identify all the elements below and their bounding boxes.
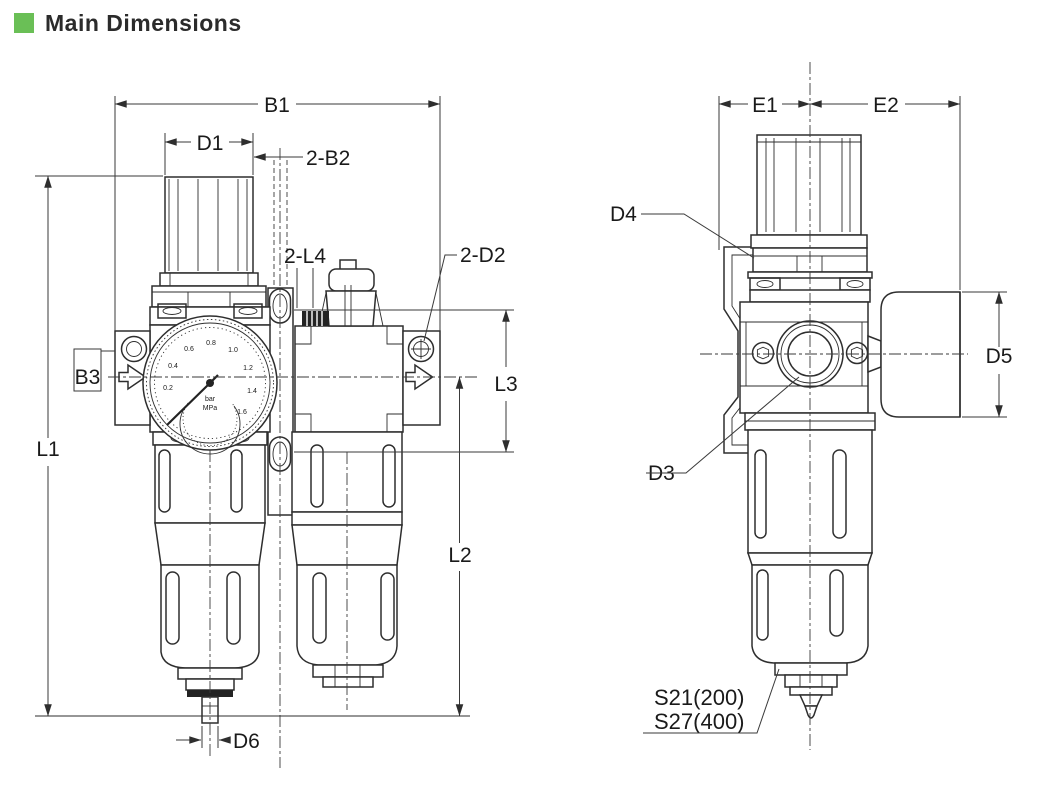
dimension-b3: B3: [73, 348, 115, 392]
dimension-d4: D4: [610, 203, 755, 259]
dim-label-d6: D6: [233, 730, 260, 753]
dimension-d1: D1: [164, 132, 254, 175]
dimension-2d2: 2-D2: [423, 244, 506, 342]
outlet-port: [402, 330, 441, 426]
dim-label-b3: B3: [75, 366, 101, 389]
dim-label-2b2: 2-B2: [306, 147, 350, 170]
pressure-gauge: 0.2 0.4 0.6 0.8 1.0 1.2 1.4 1.6 bar MPa: [142, 315, 278, 455]
gauge-scale-numbers: 0.2 0.4 0.6 0.8 1.0 1.2 1.4 1.6: [163, 340, 257, 416]
oil-drip-adjuster: [302, 311, 329, 326]
dim-label-d4: D4: [610, 203, 637, 226]
gauge-number: 0.8: [206, 340, 216, 347]
dim-label-e1: E1: [752, 94, 778, 117]
gauge-number: 0.2: [163, 385, 173, 392]
dim-label-d1: D1: [197, 132, 224, 155]
dimension-e1-e2: E1 E2: [718, 94, 961, 290]
regulator-knob: [159, 176, 259, 287]
side-dimensions: E1 E2 D4 D5 D3 S21(200) S27(400): [610, 94, 1012, 734]
dimension-b1: B1: [114, 94, 441, 331]
page-title: Main Dimensions: [45, 10, 242, 36]
gauge-number: 1.6: [237, 409, 247, 416]
dimension-2b2: 2-B2: [253, 147, 350, 170]
dimension-d3: D3: [646, 376, 800, 485]
side-view: [723, 134, 961, 719]
dim-label-2d2: 2-D2: [460, 244, 506, 267]
dim-label-b1: B1: [264, 94, 290, 117]
dimension-d5: D5: [962, 291, 1013, 418]
side-body: [739, 301, 869, 414]
dimension-d6: D6: [176, 726, 260, 753]
gauge-number: 1.2: [243, 365, 253, 372]
dimension-l2: L2: [448, 376, 472, 717]
green-square-icon: [14, 13, 34, 33]
drain-note-line2: S27(400): [654, 709, 745, 734]
dimension-l1: L1: [35, 175, 163, 717]
gauge-number: 0.6: [184, 346, 194, 353]
drain-size-note: S21(200) S27(400): [643, 668, 780, 734]
lubricator-body: [294, 325, 404, 433]
side-gauge: [867, 291, 961, 418]
dim-label-l2: L2: [448, 544, 471, 567]
gauge-number: 0.4: [168, 363, 178, 370]
dim-label-l3: L3: [494, 373, 517, 396]
centerlines: [108, 62, 968, 768]
hex-screw-left: [751, 341, 775, 365]
gauge-number: 1.0: [228, 347, 238, 354]
dimension-2l4: 2-L4: [284, 245, 326, 308]
front-dimensions: B1 D1 2-B2 2-L4 2-D2: [35, 94, 518, 753]
gauge-unit-bar: bar: [205, 396, 216, 403]
dimension-l3: L3: [294, 309, 518, 453]
lubricator-sight-dome: [318, 259, 384, 327]
gauge-number: 1.4: [247, 388, 257, 395]
front-view: 0.2 0.4 0.6 0.8 1.0 1.2 1.4 1.6 bar MPa: [114, 160, 441, 724]
section-bullet-icon: [14, 13, 34, 33]
gauge-unit-mpa: MPa: [203, 405, 218, 412]
dim-label-2l4: 2-L4: [284, 245, 326, 268]
dim-label-e2: E2: [873, 94, 899, 117]
dim-label-l1: L1: [36, 438, 59, 461]
section-header: Main Dimensions: [14, 10, 242, 37]
drain-note-line1: S21(200): [654, 685, 745, 710]
dim-label-d5: D5: [986, 345, 1013, 368]
hidden-hole-lines: [273, 160, 288, 288]
inlet-port: [114, 330, 151, 426]
